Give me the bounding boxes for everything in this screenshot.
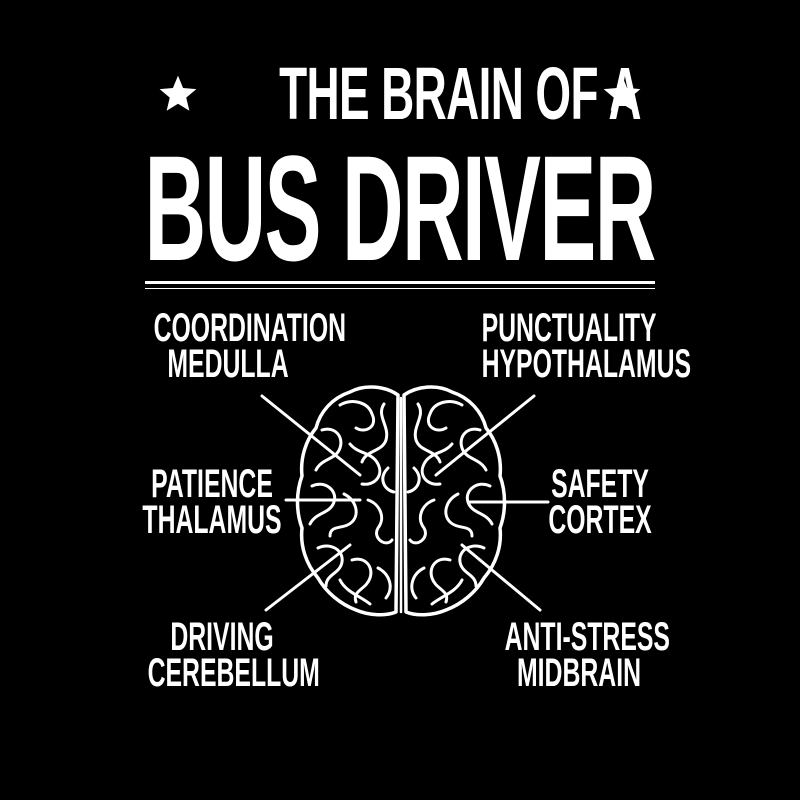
- title-row-main: BUS DRIVER: [0, 124, 800, 292]
- brain-icon: [295, 385, 507, 617]
- label-punctuality: PUNCTUALITY HYPOTHALAMUS: [481, 306, 692, 386]
- label-antistress-line1: ANTI-STRESS: [504, 615, 670, 659]
- label-punctuality-line2: HYPOTHALAMUS: [481, 342, 692, 386]
- star-icon: [603, 75, 641, 111]
- label-patience-line2: THALAMUS: [142, 498, 282, 542]
- title-line-2: BUS DRIVER: [144, 124, 657, 292]
- title-row-top: THE BRAIN OF A: [0, 48, 800, 140]
- label-coordination-line2: MEDULLA: [167, 342, 289, 386]
- label-safety-line2: CORTEX: [548, 498, 652, 542]
- divider-thin: [145, 288, 655, 289]
- label-safety-line1: SAFETY: [551, 462, 649, 506]
- label-punctuality-line1: PUNCTUALITY: [481, 306, 657, 350]
- label-patience-line1: PATIENCE: [151, 462, 273, 506]
- pointer-line-antistress: [460, 543, 542, 612]
- pointer-line-coordination: [260, 394, 362, 477]
- pointer-line-driving: [264, 543, 352, 612]
- label-safety: SAFETY CORTEX: [526, 462, 675, 542]
- label-driving-line2: CEREBELLUM: [147, 651, 320, 695]
- title-line-1: THE BRAIN OF A: [279, 52, 641, 135]
- label-antistress: ANTI-STRESS MIDBRAIN: [504, 615, 670, 695]
- label-coordination-line1: COORDINATION: [153, 306, 347, 350]
- label-coordination: COORDINATION MEDULLA: [153, 306, 347, 386]
- star-icon: [159, 75, 197, 111]
- label-driving: DRIVING CEREBELLUM: [147, 615, 320, 695]
- label-driving-line1: DRIVING: [170, 615, 274, 659]
- pointer-line-punctuality: [434, 394, 536, 477]
- label-patience: PATIENCE THALAMUS: [138, 462, 287, 542]
- label-antistress-line2: MIDBRAIN: [517, 651, 641, 695]
- divider-thick: [145, 281, 655, 284]
